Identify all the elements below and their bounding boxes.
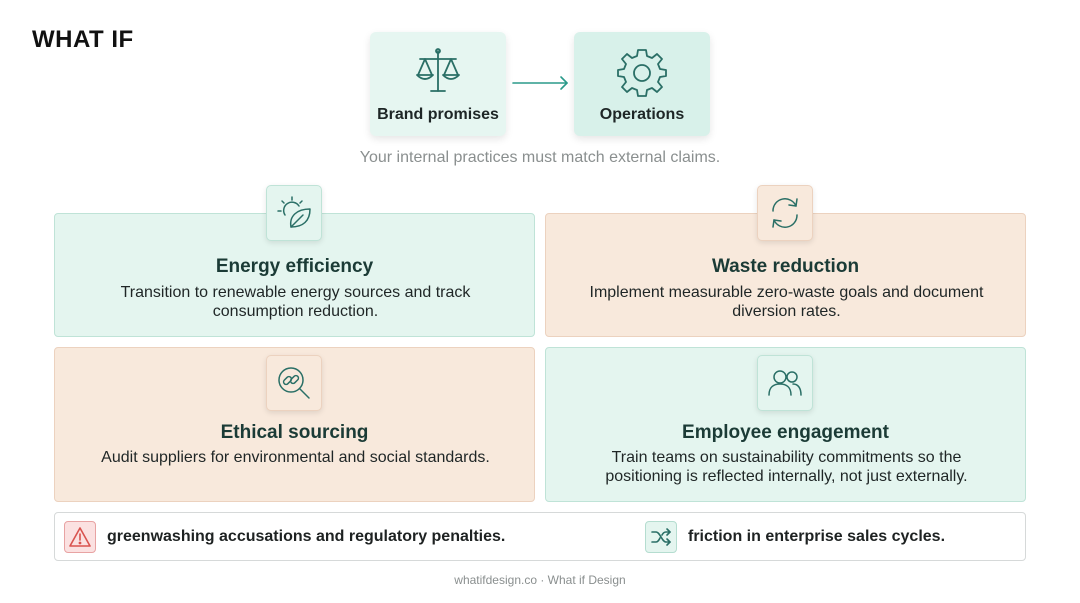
scales-icon	[410, 44, 466, 100]
risk-text-greenwashing: greenwashing accusations and regulatory …	[107, 528, 506, 545]
recycle-arrows-icon	[757, 185, 813, 241]
risk-text-sales-friction: friction in enterprise sales cycles.	[688, 528, 946, 545]
flow-box-brand-promises: Brand promises	[370, 32, 506, 136]
card-title: Waste reduction	[711, 256, 860, 277]
gear-icon	[614, 44, 670, 100]
shuffle-icon	[645, 521, 677, 553]
card-title: Employee engagement	[682, 422, 889, 443]
card-waste-reduction: Waste reduction Implement measurable zer…	[545, 213, 1026, 337]
card-title: Ethical sourcing	[220, 422, 369, 443]
brand-logo: WHAT IF	[32, 26, 134, 53]
flow-label-brand-promises: Brand promises	[377, 106, 499, 123]
card-description: Audit suppliers for environmental and so…	[101, 449, 490, 466]
card-description: Train teams on sustainability commitment…	[605, 449, 968, 485]
card-description: Implement measurable zero-waste goals an…	[589, 284, 984, 320]
flow-subtitle: Your internal practices must match exter…	[359, 149, 721, 166]
flow-label-operations: Operations	[599, 106, 685, 123]
sun-leaf-icon	[266, 185, 322, 241]
risk-bar: greenwashing accusations and regulatory …	[54, 512, 1026, 561]
people-icon	[757, 355, 813, 411]
card-description: Transition to renewable energy sources a…	[120, 284, 471, 320]
warning-icon	[64, 521, 96, 553]
footer-credit: whatifdesign.co · What if Design	[454, 573, 626, 587]
chain-search-icon	[266, 355, 322, 411]
flow-box-operations: Operations	[574, 32, 710, 136]
arrow-right-icon	[512, 76, 568, 90]
card-title: Energy efficiency	[215, 256, 374, 277]
